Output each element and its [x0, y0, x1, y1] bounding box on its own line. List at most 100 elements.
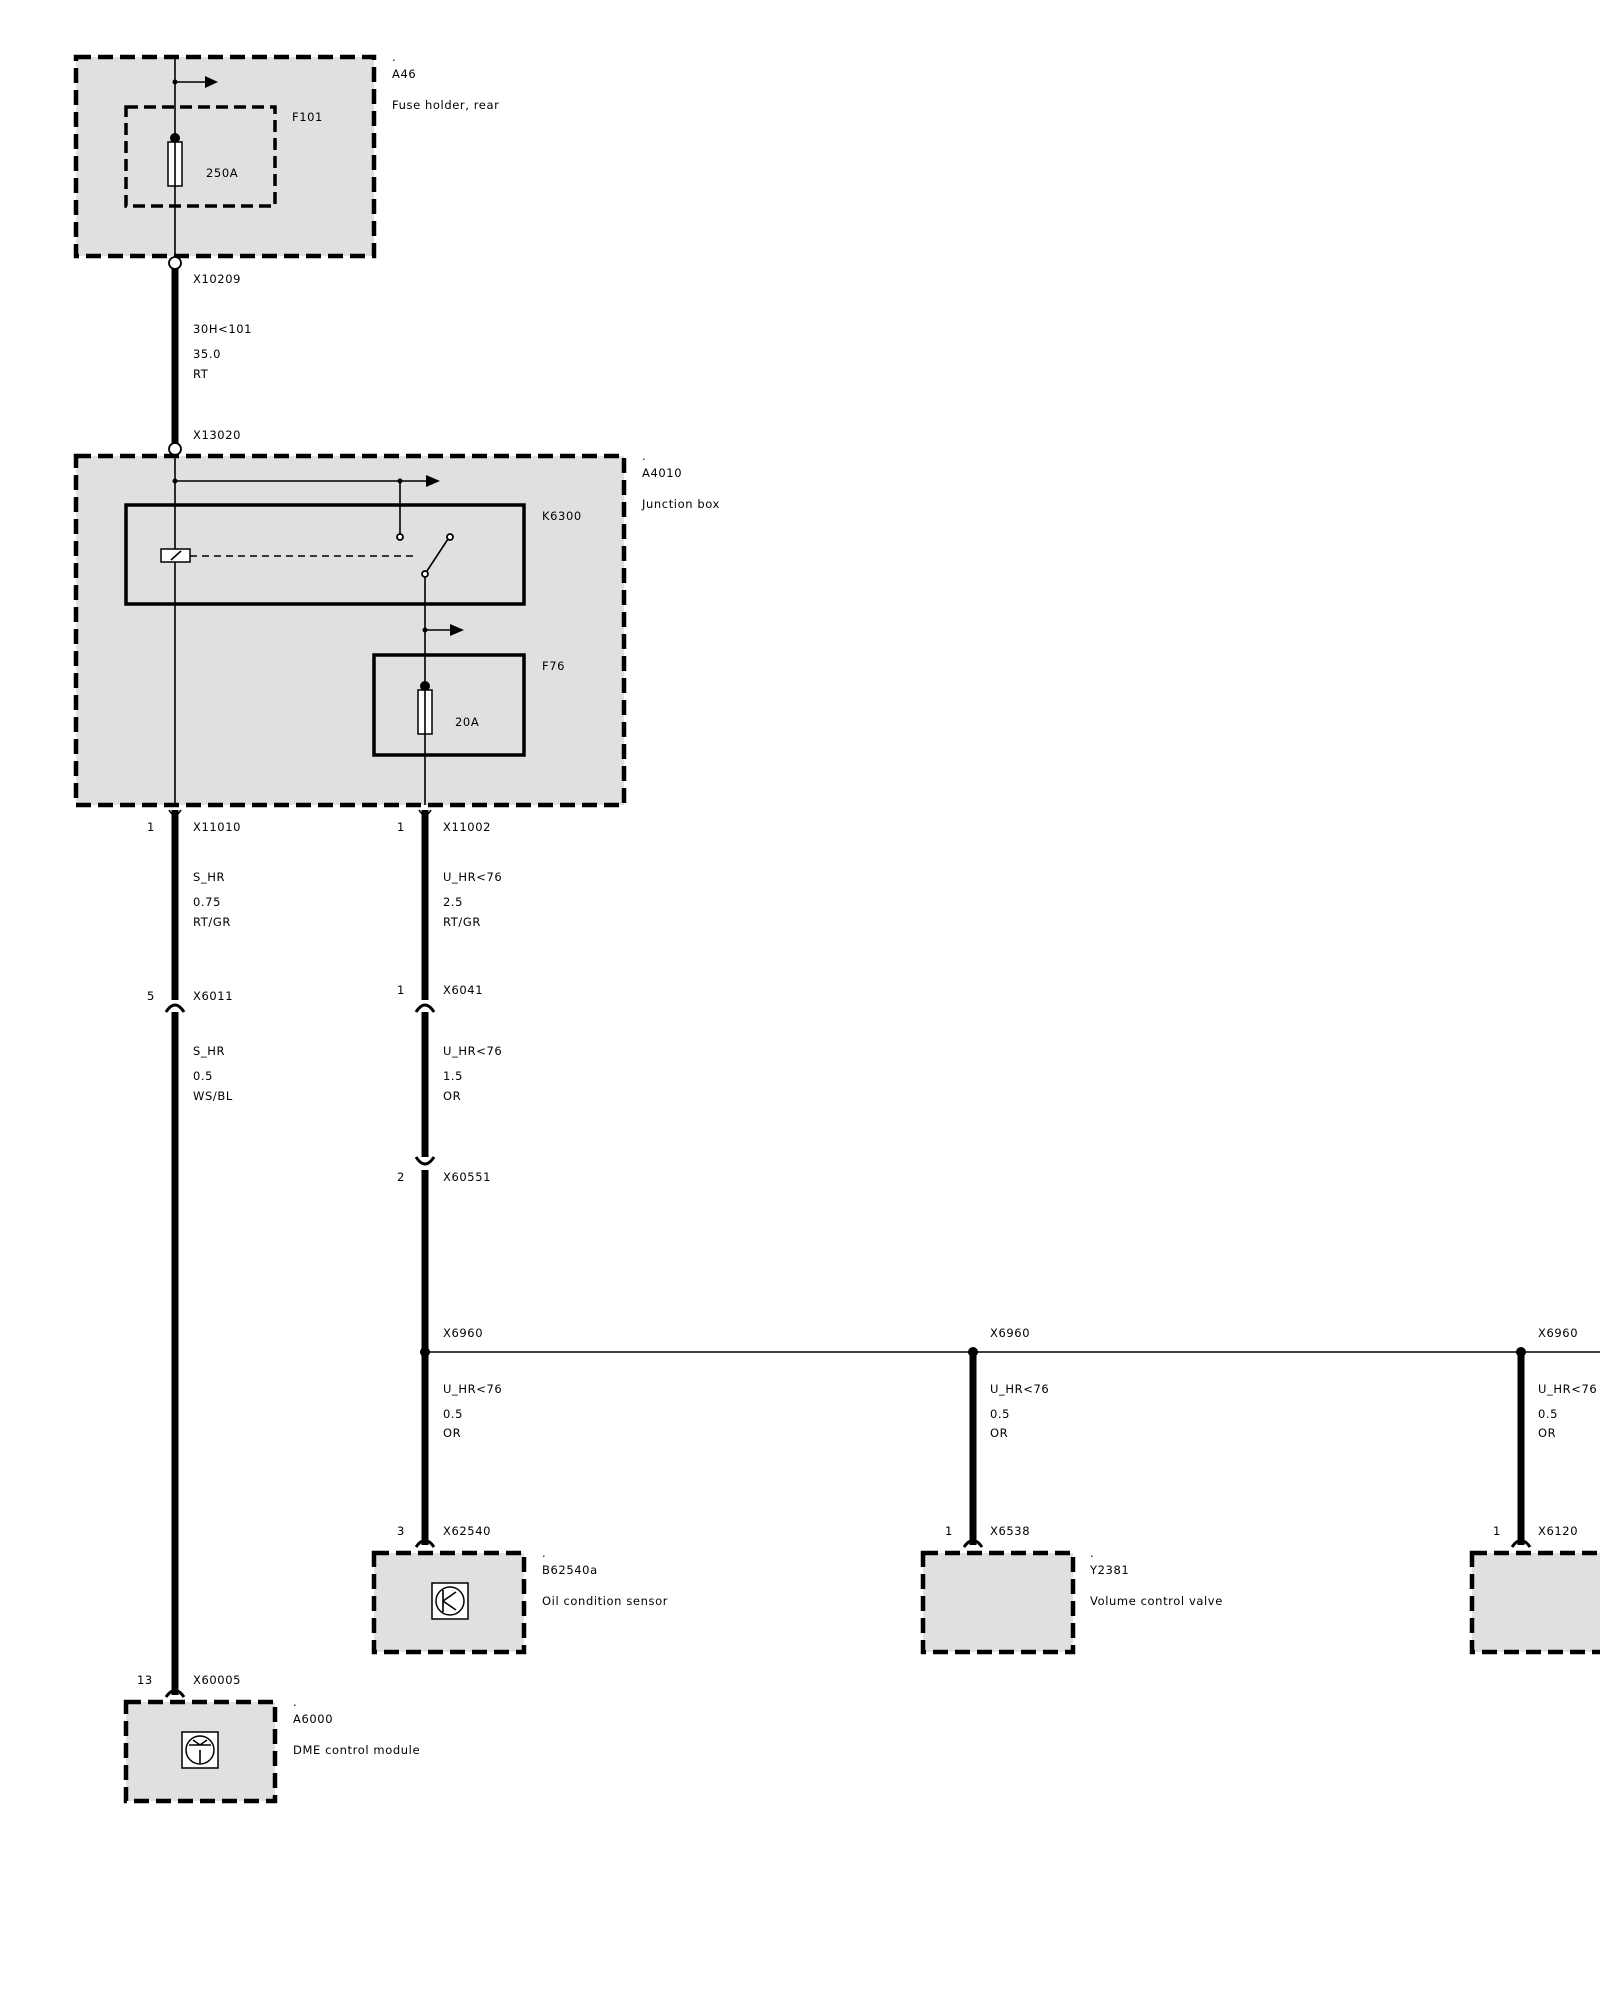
x62540-id: X62540 — [443, 1524, 491, 1538]
relay-coil-slash — [170, 550, 182, 561]
wire-u-hr-5-color: OR — [1538, 1426, 1556, 1440]
b62540a-name: Oil condition sensor — [542, 1594, 668, 1608]
fuse-terminal-dot — [170, 133, 180, 143]
connector-socket-x60551 — [414, 1156, 436, 1166]
transistor-symbol — [189, 1739, 211, 1763]
transistor-icon — [435, 1586, 465, 1616]
x62540-pin: 3 — [397, 1524, 405, 1538]
y2381-marker: . — [1090, 1546, 1094, 1560]
f101-id: F101 — [292, 110, 323, 124]
connector-x13020-label: X13020 — [193, 428, 241, 442]
connector-plug-x62540 — [414, 1539, 436, 1548]
connector-x10209-label: X10209 — [193, 272, 241, 286]
wire-u-hr-2-color: OR — [443, 1089, 461, 1103]
connector-plug-x6120 — [1510, 1539, 1532, 1548]
wire-s-hr-2-signal: S_HR — [193, 1044, 225, 1058]
transistor-symbol — [442, 1590, 457, 1612]
y2381-name: Volume control valve — [1090, 1594, 1223, 1608]
connector-plug-x6011 — [164, 1003, 186, 1013]
connector-ring-x10209 — [168, 256, 182, 270]
x6120-id: X6120 — [1538, 1524, 1578, 1538]
connector-ring-x13020 — [168, 442, 182, 456]
sensor-icon — [431, 1582, 469, 1620]
fuse-f76-box — [372, 653, 526, 757]
connector-socket-x11002 — [418, 809, 432, 816]
f76-rating: 20A — [455, 715, 479, 729]
continuation-arrow-icon — [450, 624, 464, 636]
x11010-id: X11010 — [193, 820, 241, 834]
x60005-pin: 13 — [137, 1673, 153, 1687]
wire-30h-color: RT — [193, 367, 209, 381]
f76-id: F76 — [542, 659, 565, 673]
fuse-terminal-dot — [420, 681, 430, 691]
wire-u-hr-5-gauge: 0.5 — [1538, 1407, 1558, 1421]
a6000-marker: . — [293, 1695, 297, 1709]
wire-u-hr-1-gauge: 2.5 — [443, 895, 463, 909]
relay-switch-pivot — [446, 533, 454, 541]
wire-u-hr-2-signal: U_HR<76 — [443, 1044, 502, 1058]
wire-u-hr-4-color: OR — [990, 1426, 1008, 1440]
x11002-pin: 1 — [397, 820, 405, 834]
wire-s-hr-1-signal: S_HR — [193, 870, 225, 884]
fuse-holder-a46-box — [73, 54, 377, 259]
connector-plug-x6041 — [414, 1003, 436, 1013]
wire-u-hr-3-signal: U_HR<76 — [443, 1382, 502, 1396]
x6120-pin: 1 — [1493, 1524, 1501, 1538]
x6960-label-3: X6960 — [1538, 1326, 1578, 1340]
volume-control-valve-y2381-box — [920, 1550, 1076, 1655]
wire-s-hr-1-gauge: 0.75 — [193, 895, 221, 909]
wire-u-hr-2-gauge: 1.5 — [443, 1069, 463, 1083]
wire-u-hr-3-color: OR — [443, 1426, 461, 1440]
wire-30h-signal: 30H<101 — [193, 322, 252, 336]
x6538-pin: 1 — [945, 1524, 953, 1538]
relay-switch-terminal — [421, 570, 429, 578]
a4010-marker: . — [642, 449, 646, 463]
x6960-label-1: X6960 — [443, 1326, 483, 1340]
x11010-pin: 1 — [147, 820, 155, 834]
junction-box-a4010-box — [73, 453, 627, 808]
connector-plug-x60005 — [164, 1689, 186, 1698]
y2381-id: Y2381 — [1089, 1563, 1129, 1577]
relay-contact-terminal — [396, 533, 404, 541]
wire-s-hr-2-gauge: 0.5 — [193, 1069, 213, 1083]
wire-u-hr-5-signal: U_HR<76 — [1538, 1382, 1597, 1396]
x6120-component-box — [1469, 1550, 1600, 1655]
x60551-id: X60551 — [443, 1170, 491, 1184]
fuse-f101-box — [124, 105, 277, 208]
x60551-pin: 2 — [397, 1170, 405, 1184]
wire-u-hr-1-color: RT/GR — [443, 915, 481, 929]
a6000-name: DME control module — [293, 1743, 420, 1757]
b62540a-id: B62540a — [542, 1563, 598, 1577]
b62540a-marker: . — [542, 1546, 546, 1560]
wire-30h-gauge: 35.0 — [193, 347, 221, 361]
relay-k6300-box — [124, 503, 526, 606]
x6041-pin: 1 — [397, 983, 405, 997]
a46-name: Fuse holder, rear — [392, 98, 499, 112]
wire-s-hr-2-color: WS/BL — [193, 1089, 233, 1103]
x11002-id: X11002 — [443, 820, 491, 834]
wire-u-hr-1-signal: U_HR<76 — [443, 870, 502, 884]
x6960-label-2: X6960 — [990, 1326, 1030, 1340]
connector-socket-x11010 — [168, 809, 182, 816]
connector-plug-x6538 — [962, 1539, 984, 1548]
x60005-id: X60005 — [193, 1673, 241, 1687]
relay-switch-blade — [424, 538, 449, 575]
a4010-id: A4010 — [642, 466, 682, 480]
splice-dot — [420, 1347, 430, 1357]
f101-rating: 250A — [206, 166, 238, 180]
wire-u-hr-4-gauge: 0.5 — [990, 1407, 1010, 1421]
transistor-icon — [185, 1735, 215, 1765]
x6011-pin: 5 — [147, 989, 155, 1003]
wire-u-hr-3-gauge: 0.5 — [443, 1407, 463, 1421]
wire-s-hr-1-color: RT/GR — [193, 915, 231, 929]
x6538-id: X6538 — [990, 1524, 1030, 1538]
k6300-id: K6300 — [542, 509, 582, 523]
a46-marker: . — [392, 50, 396, 64]
a6000-id: A6000 — [293, 1712, 333, 1726]
x6041-id: X6041 — [443, 983, 483, 997]
x6011-id: X6011 — [193, 989, 233, 1003]
continuation-arrow-icon — [426, 475, 440, 487]
wire-u-hr-4-signal: U_HR<76 — [990, 1382, 1049, 1396]
a46-id: A46 — [392, 67, 416, 81]
